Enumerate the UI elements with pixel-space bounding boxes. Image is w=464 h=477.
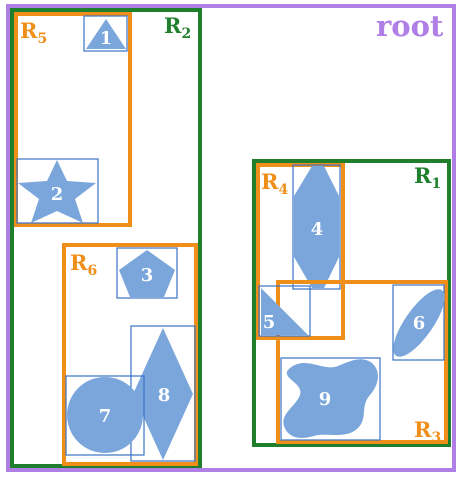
item-7-number: 7 <box>99 406 112 427</box>
rhombus-shape <box>133 328 193 460</box>
pentagon-shape <box>119 250 175 297</box>
item-7-box <box>65 375 145 456</box>
item-9-box <box>280 357 381 441</box>
item-5-box <box>258 285 311 337</box>
r6-label: R6 <box>70 250 97 279</box>
item-1-number: 1 <box>100 28 113 49</box>
r2-label: R2 <box>164 13 191 42</box>
item-9-number: 9 <box>319 389 332 410</box>
item-3-number: 3 <box>141 265 154 286</box>
item-6-number: 6 <box>413 313 426 334</box>
r4-label: R4 <box>261 169 288 198</box>
item-8-number: 8 <box>158 385 171 406</box>
triangle-shape <box>86 19 126 49</box>
r3-label: R3 <box>414 417 441 446</box>
root-label: root <box>376 9 444 43</box>
circle-shape <box>67 377 143 453</box>
item-3-box <box>116 247 178 299</box>
item-4-number: 4 <box>311 219 324 240</box>
right-triangle-shape <box>261 288 308 335</box>
star-shape <box>18 160 96 223</box>
ellipse-shape <box>393 289 445 357</box>
item-2-box <box>16 158 99 224</box>
r1-rect <box>252 159 451 447</box>
r3-rect <box>276 280 448 444</box>
item-2-number: 2 <box>51 184 64 205</box>
octagon-shape <box>294 166 339 288</box>
item-5-number: 5 <box>263 312 276 333</box>
blob-shape <box>283 359 378 438</box>
r1-label: R1 <box>414 163 441 192</box>
r6-rect <box>62 243 198 466</box>
item-6-box <box>392 284 445 361</box>
r5-rect <box>14 12 132 227</box>
root-rect <box>6 4 456 472</box>
item-1-box <box>83 15 128 52</box>
item-4-box <box>292 164 341 290</box>
r5-label: R5 <box>20 18 47 47</box>
